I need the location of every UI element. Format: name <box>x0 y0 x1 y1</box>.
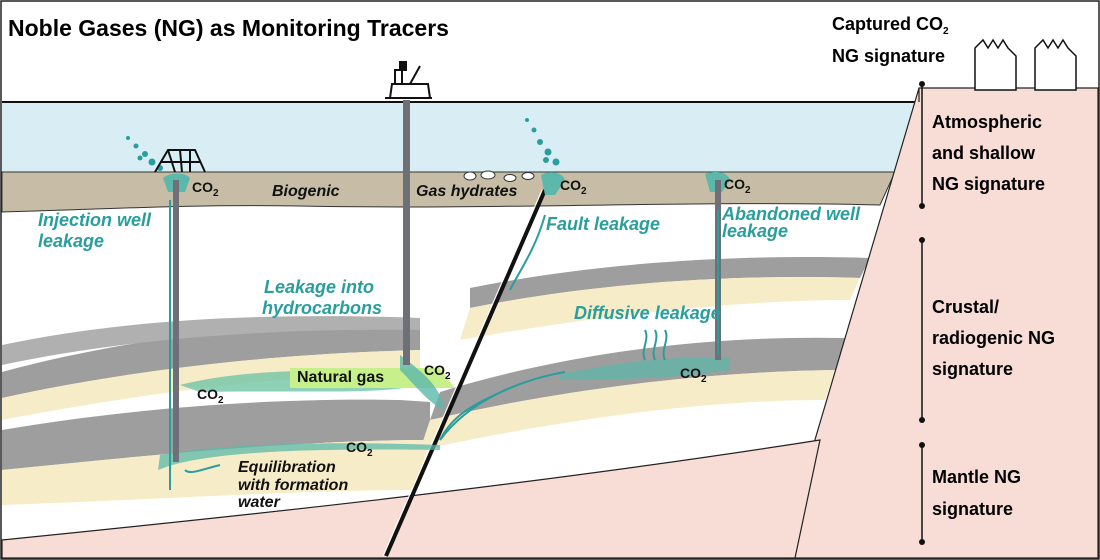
grey-layer-2 <box>2 399 430 470</box>
arrow-diff-2 <box>652 329 658 361</box>
grey-layer-3 <box>470 257 870 308</box>
injection-leak-1: Injection well <box>38 210 152 230</box>
sig-atm-1: Atmospheric <box>932 112 1042 132</box>
co2-natural-gas: CO2 <box>424 362 451 382</box>
oil-platform-icon <box>385 61 432 99</box>
equilibration-3: water <box>238 494 281 511</box>
grey-layer-4 <box>430 337 845 420</box>
fault-leak-label: Fault leakage <box>546 214 660 234</box>
co2-diffusive: CO2 <box>680 365 707 385</box>
injection-rig-icon <box>154 149 206 173</box>
sig-crust-1: Crustal/ <box>932 297 999 317</box>
injection-leak-2: leakage <box>38 231 104 251</box>
signature-marker-dots <box>919 81 925 545</box>
arrow-fault-low <box>439 389 506 441</box>
co2-reservoir: CO2 <box>197 386 224 406</box>
captured-ng-label: NG signature <box>832 46 945 66</box>
bubbles-left <box>126 136 163 171</box>
leak-hc-1: Leakage into <box>264 277 374 297</box>
sand-layer-3 <box>460 277 860 340</box>
plume-well <box>400 355 445 410</box>
co2-injection: CO2 <box>192 179 219 199</box>
plume-base <box>158 443 440 470</box>
biogenic-label: Biogenic <box>272 183 340 200</box>
sig-mantle-1: Mantle NG <box>932 467 1021 487</box>
arrow-fault-up <box>509 214 546 291</box>
sand-layer-4 <box>420 370 835 450</box>
sea-layer <box>2 102 919 174</box>
bubbles-fault <box>525 118 560 166</box>
sig-crust-2: radiogenic NG <box>932 328 1055 348</box>
equilibration-1: Equilibration <box>238 459 336 476</box>
factory-icon-1 <box>974 38 1017 91</box>
sig-crust-3: signature <box>932 359 1013 379</box>
sig-atm-2: and shallow <box>932 143 1036 163</box>
plume-right <box>560 357 730 380</box>
natural-gas-label: Natural gas <box>297 369 384 386</box>
injection-well <box>173 180 179 462</box>
grey-layer-0 <box>2 316 420 365</box>
fault-highlight <box>382 189 543 557</box>
diagram-title: Noble Gases (NG) as Monitoring Tracers <box>8 15 449 41</box>
arrow-equilibration <box>184 464 221 474</box>
gas-hydrates-label: Gas hydrates <box>416 183 517 200</box>
arrow-diff-1 <box>642 329 648 361</box>
diffusive-leak-label: Diffusive leakage <box>574 303 721 323</box>
arrow-diff-3 <box>662 329 668 361</box>
abandoned-leak-2: leakage <box>722 221 788 241</box>
captured-co2-label: Captured CO2 <box>832 14 949 37</box>
equilibration-2: with formation <box>238 477 348 494</box>
gas-hydrate-rocks <box>463 170 535 182</box>
fault-line <box>384 189 547 557</box>
factory-icon-2 <box>1034 38 1077 91</box>
sediment-layer <box>1 171 896 213</box>
grey-layer-1 <box>2 318 420 398</box>
co2-base: CO2 <box>346 439 373 459</box>
production-well <box>403 100 410 365</box>
abandoned-leak-1: Abandoned well <box>721 204 861 224</box>
co2-fault: CO2 <box>560 177 587 197</box>
leakage-arrows <box>169 200 719 490</box>
plume-fault-top <box>541 172 565 195</box>
co2-abandoned: CO2 <box>724 176 751 196</box>
sand-layer-2 <box>2 440 430 505</box>
leak-hc-2: hydrocarbons <box>262 298 382 318</box>
sig-mantle-2: signature <box>932 499 1013 519</box>
sig-atm-3: NG signature <box>932 174 1045 194</box>
